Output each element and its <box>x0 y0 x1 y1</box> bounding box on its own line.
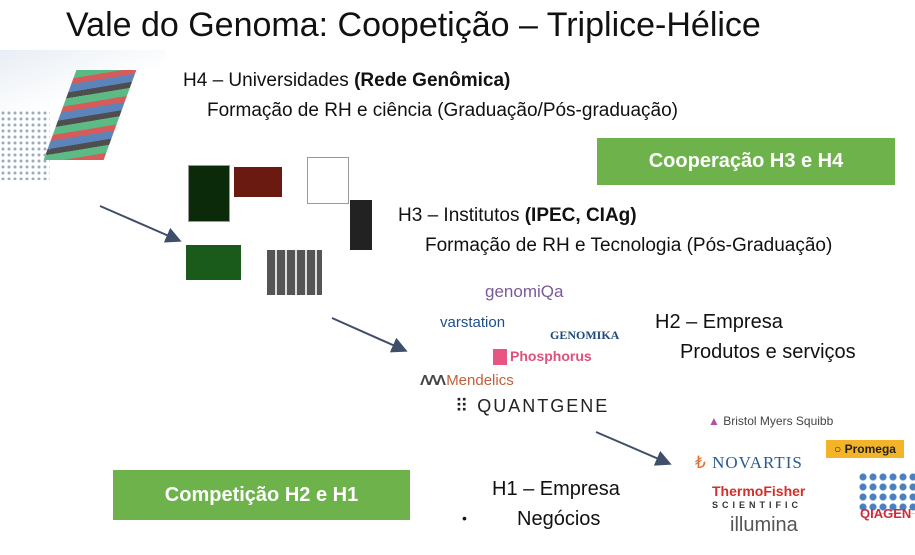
logo-genomiqa: genomiQa <box>485 282 564 301</box>
h1-description: Negócios <box>517 508 601 530</box>
arrow-h4-h3 <box>99 205 182 243</box>
h2-heading: H2 – Empresa <box>655 311 783 333</box>
logo-genomika: GENOMIKA <box>550 328 620 342</box>
competition-box: Competição H2 e H1 <box>113 470 410 520</box>
h3-heading: H3 – Institutos (IPEC, CIAg) <box>398 205 637 226</box>
h4-description: Formação de RH e ciência (Graduação/Pós-… <box>207 100 679 121</box>
cooperation-box: Cooperação H3 e H4 <box>597 138 895 185</box>
h1-heading: H1 – Empresa <box>492 478 620 500</box>
h4-heading: H4 – Universidades (Rede Genômica) <box>183 70 511 91</box>
logo-qiagen: QIAGEN <box>860 506 912 521</box>
logo-mendelics: ΛΛΛ Mendelics <box>420 372 514 389</box>
logo-varstation: varstation <box>440 314 506 331</box>
logo-phosphorus: Phosphorus <box>493 348 592 366</box>
qiagen-dots-icon <box>858 472 915 514</box>
bullet: • <box>462 510 467 526</box>
logo-bms: ▲ Bristol Myers Squibb <box>708 414 834 428</box>
h2-description: Produtos e serviços <box>680 341 856 363</box>
cell-assays-image <box>182 155 374 300</box>
logo-illumina: illumina <box>730 514 798 536</box>
h3-description: Formação de RH e Tecnologia (Pós-Graduaç… <box>425 235 833 256</box>
logo-novartis: ₺ NOVARTIS <box>695 453 803 472</box>
arrow-h2-h1 <box>595 431 672 466</box>
slide-title: Vale do Genoma: Coopetição – Triplice-Hé… <box>66 6 761 44</box>
logo-quantgene: ⠿ QUANTGENE <box>455 396 610 416</box>
logo-promega: ○ Promega <box>826 440 904 458</box>
genomics-layers-image <box>0 50 165 185</box>
arrow-h3-h2 <box>331 317 408 353</box>
